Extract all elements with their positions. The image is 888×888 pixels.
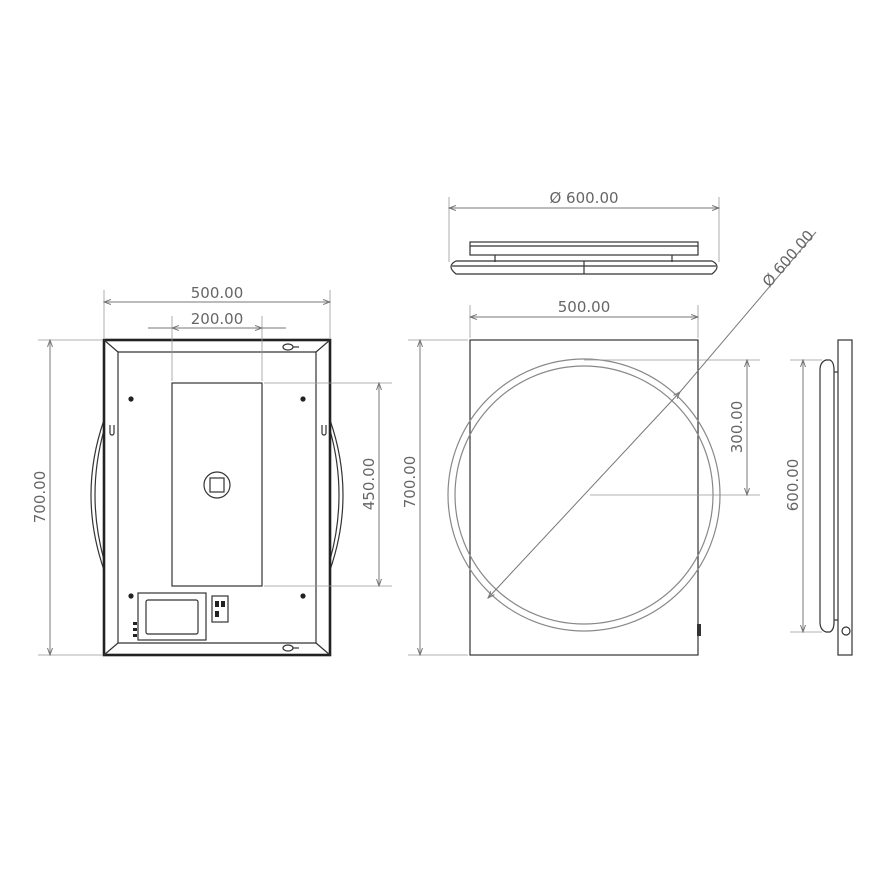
back-ring-left <box>90 419 105 571</box>
top-ring <box>450 260 718 275</box>
top-view <box>450 241 718 275</box>
driver-box <box>137 592 207 641</box>
front-radius-label: 300.00 <box>728 401 746 454</box>
side-knob-icon <box>841 626 851 636</box>
side-hook-left-icon <box>109 425 115 436</box>
diagonal-diameter-label: Ø 600.00 <box>759 227 818 291</box>
back-height-label: 700.00 <box>31 471 49 524</box>
top-panel <box>469 241 699 256</box>
top-view-dimensions: Ø 600.00 <box>449 189 719 262</box>
side-ring <box>819 359 835 633</box>
back-inner-width-label: 200.00 <box>191 310 244 328</box>
side-height-label: 600.00 <box>784 459 802 512</box>
front-width-label: 500.00 <box>558 298 611 316</box>
screw-icon <box>300 593 306 599</box>
terminal-block-icon <box>211 595 229 623</box>
side-view <box>819 339 853 656</box>
screw-icon <box>128 396 134 402</box>
side-view-dimensions: 600.00 <box>784 360 822 632</box>
side-panel <box>837 339 853 656</box>
switch-ring <box>203 471 231 499</box>
back-width-label: 500.00 <box>191 284 244 302</box>
back-view <box>90 338 344 657</box>
keyhole-bottom-icon <box>282 644 299 652</box>
front-panel <box>469 339 699 656</box>
connector-pins-icon <box>133 622 137 637</box>
front-view-dimensions: 500.00 700.00 300.00 Ø 600.00 <box>401 227 818 655</box>
top-diameter-label: Ø 600.00 <box>549 189 618 207</box>
back-center-panel <box>171 382 263 587</box>
back-view-dimensions: 500.00 200.00 700.00 450.00 <box>31 284 392 655</box>
side-switch-icon <box>697 624 701 636</box>
switch-icon <box>209 477 225 493</box>
back-ring-right <box>329 419 344 571</box>
screw-icon <box>128 593 134 599</box>
front-view <box>447 339 721 656</box>
front-height-label: 700.00 <box>401 456 419 509</box>
side-hook-right-icon <box>321 425 327 436</box>
screw-icon <box>300 396 306 402</box>
back-panel-outline <box>102 338 332 657</box>
back-inner-height-label: 450.00 <box>360 458 378 511</box>
keyhole-top-icon <box>282 343 299 351</box>
